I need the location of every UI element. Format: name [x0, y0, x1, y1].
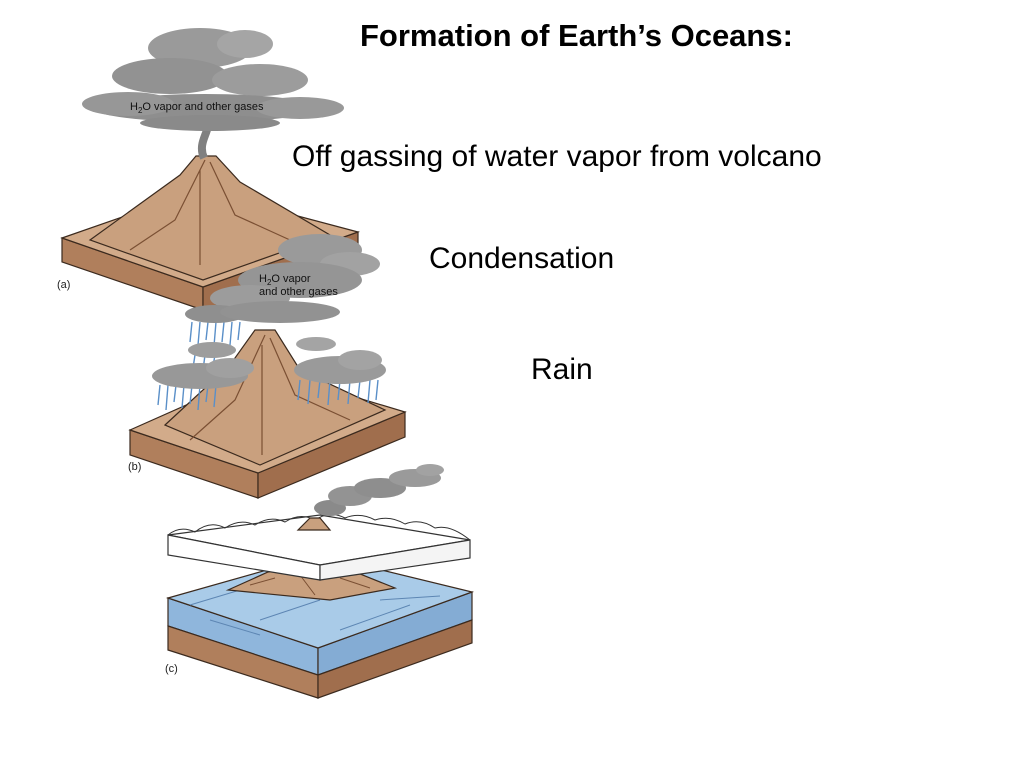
panel-b-caption: (b) — [128, 461, 141, 473]
panel-c-volcano-peak — [296, 517, 332, 531]
step-outgassing: Off gassing of water vapor from volcano — [292, 140, 822, 173]
panel-c-island-ridges — [249, 574, 371, 596]
panel-a-volcano — [88, 155, 332, 281]
panel-a: H2O vapor and other gases (a) — [57, 28, 361, 311]
panel-a-cloud — [82, 28, 344, 131]
panel-c-waves — [189, 589, 441, 636]
panel-a-caption: (a) — [57, 279, 70, 291]
panel-c-cloud-layer — [167, 514, 471, 581]
slide-title: Formation of Earth’s Oceans: — [360, 18, 793, 53]
panel-b-clouds — [152, 234, 386, 389]
panel-b-rain — [157, 321, 379, 411]
panel-c: (c) — [165, 464, 475, 699]
step-condensation: Condensation — [429, 242, 615, 275]
panel-b: H2O vapor and other gases (b) — [128, 234, 407, 499]
panel-b-cloud-label-line1: H2O vapor — [259, 273, 311, 287]
panel-a-ridges — [129, 159, 291, 265]
panel-a-cloud-label: H2O vapor and other gases — [130, 101, 264, 115]
panel-c-block-right-rock — [317, 619, 473, 699]
panel-b-cloud-label-line2: and other gases — [259, 286, 338, 298]
panel-c-caption: (c) — [165, 663, 178, 675]
panel-b-ridges — [189, 334, 351, 455]
panel-c-plume — [314, 464, 444, 516]
step-rain: Rain — [531, 353, 593, 386]
